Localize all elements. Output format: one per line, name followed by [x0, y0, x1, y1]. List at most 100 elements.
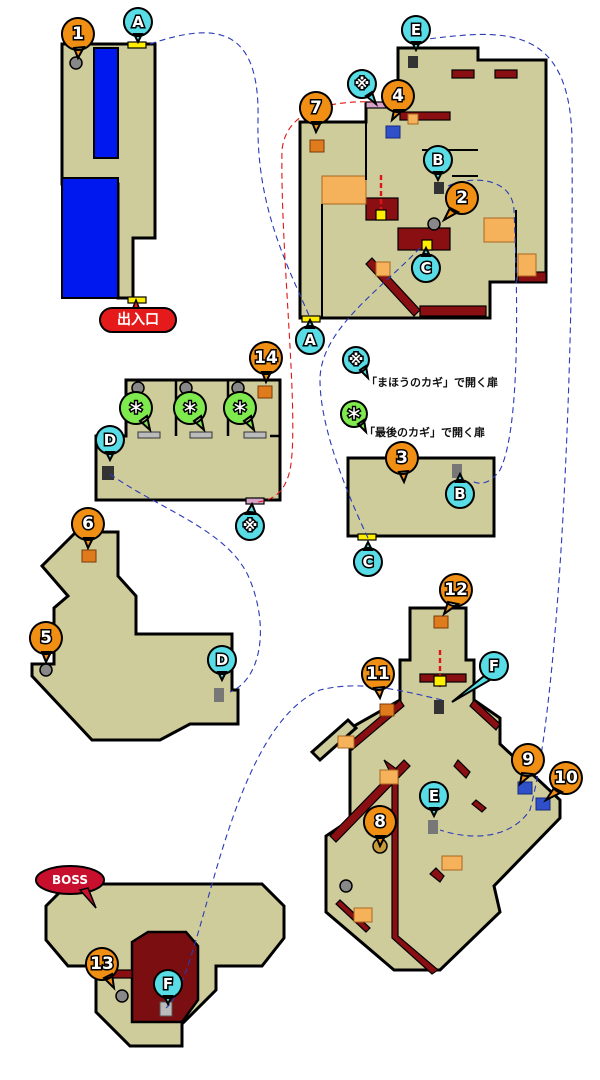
marker-c-bottom[interactable]: C — [352, 539, 383, 577]
legend: ※ 「まほうのカギ」で開く扉 ＊ 「最後のカギ」で開く扉 — [339, 346, 498, 439]
area-7-boss-room — [44, 882, 286, 1048]
last-door-marker-3-label: ＊ — [232, 399, 247, 417]
water-pool — [93, 47, 119, 159]
legend-last-symbol: ＊ — [346, 405, 361, 423]
marker-14[interactable]: 14 — [248, 341, 283, 385]
marker-1-label: 1 — [72, 24, 84, 44]
marker-b-top-label: B — [432, 151, 443, 169]
marker-f-top-label: F — [489, 657, 499, 675]
pot-icon — [69, 56, 83, 70]
marker-4-label: 4 — [392, 86, 404, 106]
stairs-icon — [102, 466, 114, 480]
legend-magic-symbol: ※ — [349, 351, 364, 369]
magic-door-marker-bottom[interactable]: ※ — [234, 501, 265, 541]
marker-d-top-label: D — [104, 431, 116, 449]
magic-door-marker-bottom-label: ※ — [243, 517, 258, 535]
legend-last-key: ＊ — [339, 400, 368, 435]
exit-badge[interactable]: 出入口 — [99, 297, 177, 333]
boss-badge: BOSS — [35, 865, 105, 909]
chest-icon — [257, 385, 273, 399]
marker-d-top[interactable]: D — [94, 425, 125, 463]
marker-c-top-label: C — [420, 259, 431, 277]
marker-d-bottom[interactable]: D — [206, 645, 237, 683]
marker-6[interactable]: 6 — [70, 507, 105, 551]
legend-magic-text: 「まほうのカギ」で開く扉 — [366, 375, 498, 389]
marker-e-bottom[interactable]: E — [418, 781, 449, 819]
marker-5[interactable]: 5 — [28, 621, 63, 665]
boss-label: BOSS — [52, 873, 88, 887]
marker-5-label: 5 — [40, 628, 52, 648]
pot-icon — [115, 989, 129, 1003]
marker-7[interactable]: 7 — [298, 91, 333, 135]
marker-b-top[interactable]: B — [422, 145, 453, 183]
marker-2-label: 2 — [456, 188, 468, 208]
area-1-room — [60, 41, 157, 304]
marker-11[interactable]: 11 — [360, 657, 395, 701]
marker-12-label: 12 — [444, 580, 468, 600]
marker-f-bottom[interactable]: F — [152, 969, 183, 1007]
marker-9[interactable]: 9 — [510, 743, 545, 787]
marker-4[interactable]: 4 — [380, 79, 415, 123]
marker-8[interactable]: 8 — [362, 805, 397, 849]
marker-8-label: 8 — [374, 812, 386, 832]
marker-e-top-label: E — [411, 21, 421, 39]
marker-b-bottom[interactable]: B — [444, 471, 475, 509]
chest-icon — [517, 781, 533, 795]
chest-icon — [535, 797, 551, 811]
stairs-icon — [434, 700, 444, 714]
last-door-marker-1[interactable]: ＊ — [118, 391, 153, 433]
marker-11-label: 11 — [366, 664, 390, 684]
marker-b-bottom-label: B — [454, 485, 465, 503]
area-4-room — [346, 456, 496, 541]
marker-c-bottom-label: C — [362, 553, 373, 571]
marker-c-top[interactable]: C — [410, 245, 441, 283]
door-a-top — [127, 41, 147, 49]
marker-13-label: 13 — [90, 954, 114, 974]
pot-icon — [339, 879, 353, 893]
pot-icon — [427, 217, 441, 231]
area-5-room — [30, 530, 240, 742]
marker-f-bottom-label: F — [163, 975, 173, 993]
marker-13[interactable]: 13 — [84, 947, 119, 991]
marker-f-top[interactable]: F — [451, 651, 509, 703]
connection-lines — [109, 32, 573, 1009]
marker-7-label: 7 — [310, 98, 322, 118]
stairs-icon — [159, 1001, 173, 1017]
last-door-marker-3[interactable]: ＊ — [222, 391, 257, 433]
stairs-icon — [428, 820, 438, 834]
water-pool — [61, 177, 119, 299]
last-door-marker-2[interactable]: ＊ — [172, 391, 207, 433]
marker-3[interactable]: 3 — [384, 441, 419, 485]
stairs-icon — [434, 182, 444, 194]
marker-a-bottom-label: A — [304, 331, 316, 349]
marker-10-label: 10 — [554, 768, 578, 788]
marker-12[interactable]: 12 — [438, 573, 473, 617]
stairs-icon — [214, 688, 224, 702]
chest-icon — [385, 125, 401, 139]
marker-2[interactable]: 2 — [441, 181, 479, 223]
chest-icon — [81, 549, 97, 563]
marker-10[interactable]: 10 — [543, 761, 583, 803]
last-door-marker-2-label: ＊ — [182, 399, 197, 417]
marker-9-label: 9 — [522, 750, 534, 770]
stairs-icon — [452, 464, 462, 478]
marker-e-top[interactable]: E — [400, 15, 431, 53]
exit-label: 出入口 — [117, 311, 159, 328]
marker-a-bottom[interactable]: A — [294, 317, 325, 355]
marker-1[interactable]: 1 — [60, 17, 95, 61]
chest-icon — [379, 703, 395, 717]
marker-d-bottom-label: D — [216, 651, 228, 669]
chest-icon — [433, 615, 449, 629]
legend-magic-key: ※ — [341, 346, 370, 381]
marker-a-top-label: A — [132, 13, 144, 31]
marker-e-bottom-label: E — [429, 787, 439, 805]
stairs-icon — [408, 56, 418, 68]
marker-3-label: 3 — [396, 448, 408, 468]
marker-6-label: 6 — [82, 514, 94, 534]
marker-14-label: 14 — [254, 348, 278, 368]
marker-a-top[interactable]: A — [122, 7, 153, 45]
legend-last-text: 「最後のカギ」で開く扉 — [364, 425, 485, 439]
magic-door-marker-top-label: ※ — [355, 75, 370, 93]
magic-door-marker-top[interactable]: ※ — [346, 69, 379, 107]
